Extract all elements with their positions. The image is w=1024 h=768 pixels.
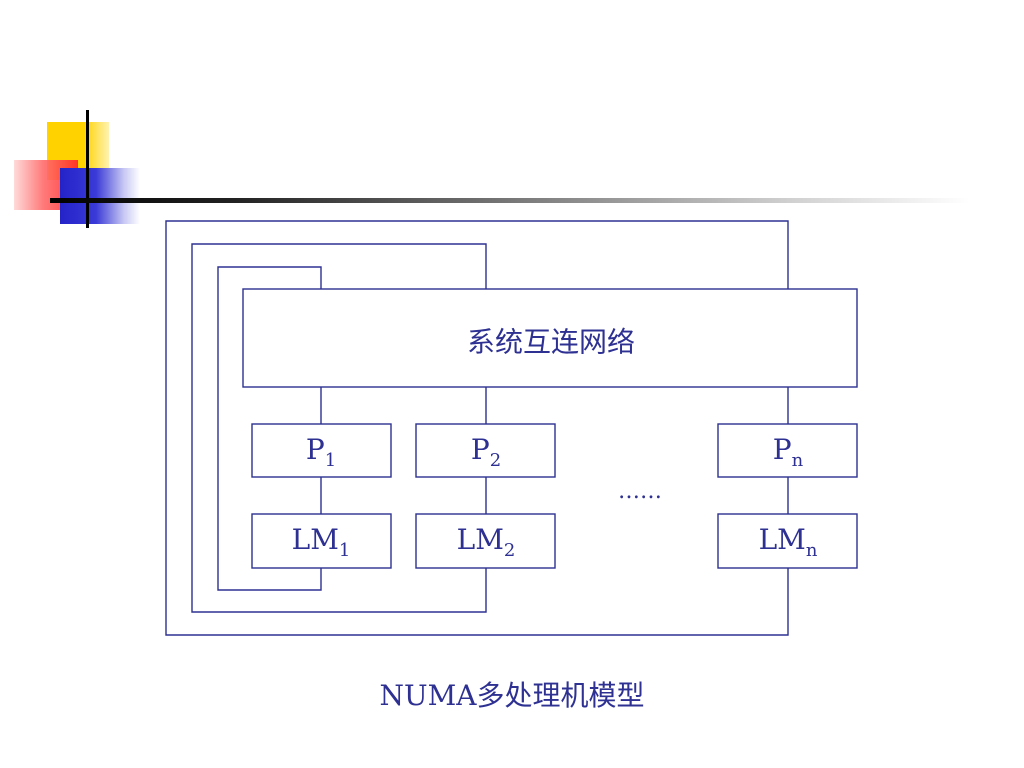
figure-caption: NUMA多处理机模型 bbox=[379, 679, 645, 712]
local-memory-box-n bbox=[717, 513, 858, 569]
processor-box-1 bbox=[251, 423, 392, 478]
local-memory-label-1: LM1 bbox=[292, 523, 351, 561]
decor-vertical-line bbox=[86, 110, 89, 228]
local-memory-label-n: LMn bbox=[759, 523, 818, 561]
processor-label-2: P2 bbox=[471, 433, 501, 471]
local-memory-box-1 bbox=[251, 513, 392, 569]
processor-label-n: Pn bbox=[773, 433, 804, 471]
decor-title-rule bbox=[50, 198, 970, 203]
ellipsis: …… bbox=[618, 479, 662, 504]
processor-box-n bbox=[717, 423, 858, 478]
loop-node-1 bbox=[217, 266, 322, 591]
processor-label-1: P1 bbox=[306, 433, 336, 471]
loop-node-n bbox=[165, 220, 789, 636]
local-memory-label-2: LM2 bbox=[457, 523, 516, 561]
interconnect-network-label: 系统互连网络 bbox=[467, 326, 635, 359]
decor-blue-square bbox=[60, 168, 140, 224]
loop-node-2 bbox=[191, 243, 487, 613]
interconnect-network-box bbox=[242, 288, 858, 388]
local-memory-box-2 bbox=[415, 513, 556, 569]
